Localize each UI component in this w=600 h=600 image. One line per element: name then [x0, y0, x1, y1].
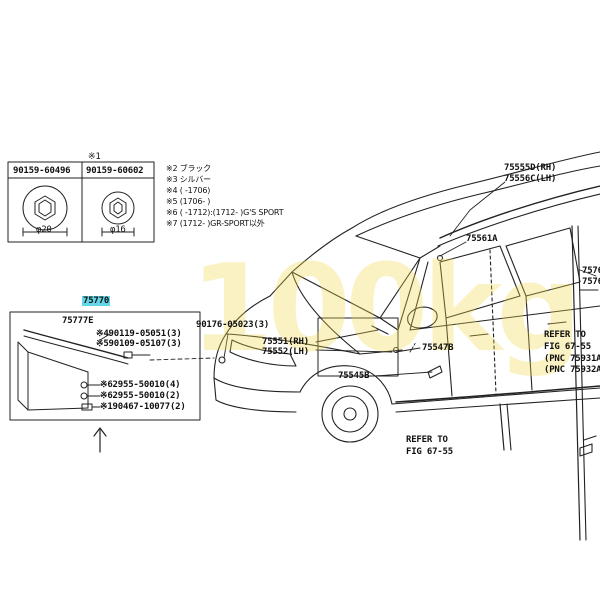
callout-75551[interactable]: 75551(RH): [262, 337, 309, 347]
refer-right-line[interactable]: (PNC 75932A: [544, 365, 600, 375]
clip-glyphs: [218, 254, 444, 379]
callout-7576-top[interactable]: 7576: [582, 266, 600, 276]
kit-sub-part[interactable]: ※62955-50010(2): [100, 391, 181, 401]
leader-lines: [149, 181, 599, 377]
note-line: ※6 ( -1712):(1712- )G'S SPORT: [166, 208, 284, 217]
nut-part-number[interactable]: 90159-60602: [86, 166, 144, 176]
callout-75547b[interactable]: 75547B: [422, 343, 454, 353]
kit-box-graphics: [9, 311, 201, 421]
callout-75561a[interactable]: 75561A: [466, 234, 498, 244]
callout-roof-rh[interactable]: 75555D(RH): [504, 163, 557, 173]
refer-right-line[interactable]: (PNC 75931A: [544, 354, 600, 364]
refer-bottom-line[interactable]: FIG 67-55: [406, 447, 453, 457]
note-line: ※7 (1712- )GR-SPORT以外: [166, 219, 265, 228]
kit-sub-part[interactable]: ※590109-05107(3): [96, 339, 182, 349]
refer-right-line[interactable]: FIG 67-55: [544, 342, 591, 352]
note-line: ※4 ( -1706): [166, 186, 211, 195]
note-line: ※5 (1706- ): [166, 197, 211, 206]
kit-sub-part[interactable]: ※190467-10077(2): [100, 402, 186, 412]
nut-table-graphics: [7, 161, 155, 243]
kit-sub-part[interactable]: ※62955-50010(4): [100, 380, 181, 390]
callout-75545b[interactable]: 75545B: [338, 371, 370, 381]
nut-dimension: φ16: [110, 225, 126, 235]
callout-90176[interactable]: 90176-05023(3): [196, 320, 270, 330]
kit-part-number[interactable]: 75770: [82, 296, 111, 306]
callout-roof-lh[interactable]: 75556C(LH): [504, 174, 557, 184]
refer-bottom-line[interactable]: REFER TO: [406, 435, 448, 445]
note-line: ※3 シルバー: [166, 175, 211, 184]
note-line: ※2 ブラック: [166, 164, 211, 173]
nut-dimension: φ20: [36, 225, 52, 235]
nut-part-number[interactable]: 90159-60496: [13, 166, 71, 176]
up-arrow-icon: [93, 427, 107, 453]
vehicle-body: [213, 151, 600, 541]
callout-75552[interactable]: 75552(LH): [262, 347, 309, 357]
kit-sub-part[interactable]: ※490119-05051(3): [96, 329, 182, 339]
refer-right-line[interactable]: REFER TO: [544, 330, 586, 340]
nut-table-note-mark: ※1: [88, 152, 101, 162]
kit-sub-part[interactable]: 75777E: [62, 316, 94, 326]
callout-7576-bottom[interactable]: 7576: [582, 277, 600, 287]
